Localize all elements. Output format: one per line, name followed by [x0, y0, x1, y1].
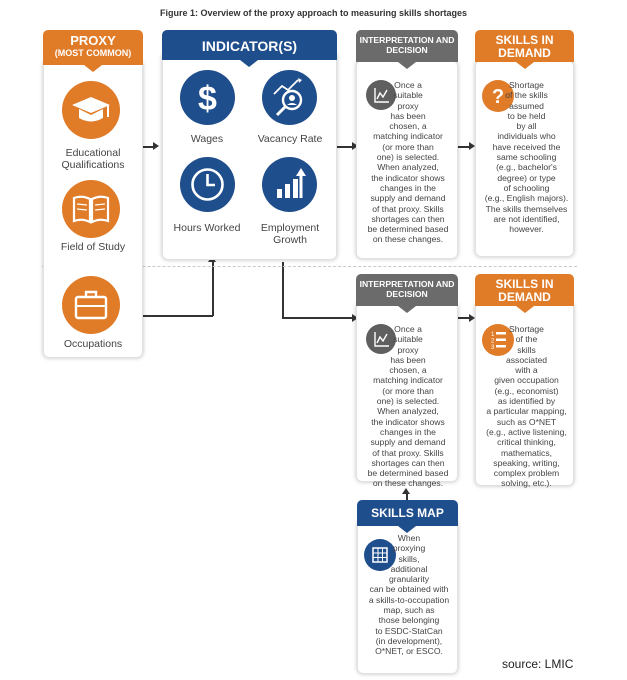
interpretation-bottom-header: INTERPRETATION AND DECISION: [356, 274, 458, 306]
connector-line: [282, 317, 354, 319]
skills-demand-bottom-tab: [516, 306, 534, 313]
skills-map-icon: [364, 539, 396, 571]
interpretation-bottom-body: Once a suitable proxy has been chosen, a…: [367, 324, 449, 489]
connector-line: [282, 262, 284, 318]
skills-demand-bottom-header-title: SKILLS IN DEMAND: [495, 277, 554, 304]
magnifier-chart-icon: [262, 70, 317, 125]
proxy-header: PROXY (MOST COMMON): [43, 30, 143, 65]
indicators-header: INDICATOR(S): [162, 30, 337, 60]
briefcase-icon: [62, 276, 120, 334]
connector-line: [212, 262, 214, 316]
skills-map-body: When proxying skills, additional granula…: [368, 533, 450, 657]
svg-text:2: 2: [491, 339, 495, 345]
skills-demand-top-header: SKILLS IN DEMAND: [475, 30, 574, 62]
svg-text:$: $: [198, 80, 217, 118]
arrow-head: [469, 142, 475, 150]
graduation-cap-icon: [62, 81, 120, 139]
indicators-header-tab: [240, 60, 258, 67]
skills-map-header-title: SKILLS MAP: [371, 506, 444, 520]
skills-demand-top-body: Shortage of the skills assumed to be hel…: [484, 80, 569, 235]
interpretation-top-header: INTERPRETATION AND DECISION: [356, 30, 458, 62]
proxy-header-title: PROXY: [70, 33, 116, 48]
arrow-head: [402, 488, 410, 494]
skills-demand-top-header-title: SKILLS IN DEMAND: [495, 33, 554, 60]
skills-map-header: SKILLS MAP: [357, 500, 458, 526]
numbered-list-icon: 1 2 3: [482, 324, 514, 356]
connector-line: [143, 315, 213, 317]
open-book-icon: [62, 180, 120, 238]
dollar-icon: $: [180, 70, 235, 125]
bar-growth-icon: [262, 157, 317, 212]
source-note: source: LMIC: [502, 657, 574, 671]
figure-title: Figure 1: Overview of the proxy approach…: [159, 8, 468, 18]
arrow-head: [352, 314, 358, 322]
indicator-vacancy-rate: Vacancy Rate: [257, 133, 323, 145]
svg-text:1: 1: [491, 332, 495, 338]
connector-line: [406, 494, 408, 504]
connector-line: [138, 146, 156, 148]
connector-line: [458, 146, 472, 148]
interpretation-top-body: Once a suitable proxy has been chosen, a…: [367, 80, 449, 245]
arrow-head: [352, 142, 358, 150]
skills-demand-bottom-header: SKILLS IN DEMAND: [475, 274, 574, 306]
indicator-hours-worked: Hours Worked: [173, 222, 241, 234]
proxy-header-tab: [84, 65, 102, 72]
proxy-item-occupations: Occupations: [63, 338, 123, 350]
svg-text:?: ?: [492, 86, 504, 108]
proxy-item-educational-qualifications: Educational Qualifications: [61, 147, 125, 171]
clock-icon: [180, 157, 235, 212]
arrow-head: [153, 142, 159, 150]
indicators-header-title: INDICATOR(S): [201, 38, 298, 54]
proxy-item-field-of-study: Field of Study: [60, 241, 126, 253]
line-chart-icon: [366, 80, 396, 110]
interpretation-bottom-header-title: INTERPRETATION AND DECISION: [359, 279, 455, 299]
question-icon: ?: [482, 80, 514, 112]
interpretation-top-header-title: INTERPRETATION AND DECISION: [359, 35, 455, 55]
skills-demand-top-tab: [516, 62, 534, 69]
indicator-wages: Wages: [190, 133, 224, 145]
interpretation-bottom-tab: [398, 306, 416, 313]
section-divider: [42, 266, 577, 267]
indicator-employment-growth: Employment Growth: [260, 222, 320, 246]
connector-line: [337, 146, 355, 148]
svg-text:3: 3: [491, 345, 495, 351]
skills-demand-bottom-body: Shortage of the skills associated with a…: [486, 324, 567, 489]
interpretation-top-tab: [398, 62, 416, 69]
skills-map-tab: [398, 526, 416, 533]
line-chart-icon: [366, 324, 396, 354]
arrow-head: [469, 314, 475, 322]
connector-line: [458, 317, 472, 319]
proxy-header-subtitle: (MOST COMMON): [54, 48, 132, 58]
